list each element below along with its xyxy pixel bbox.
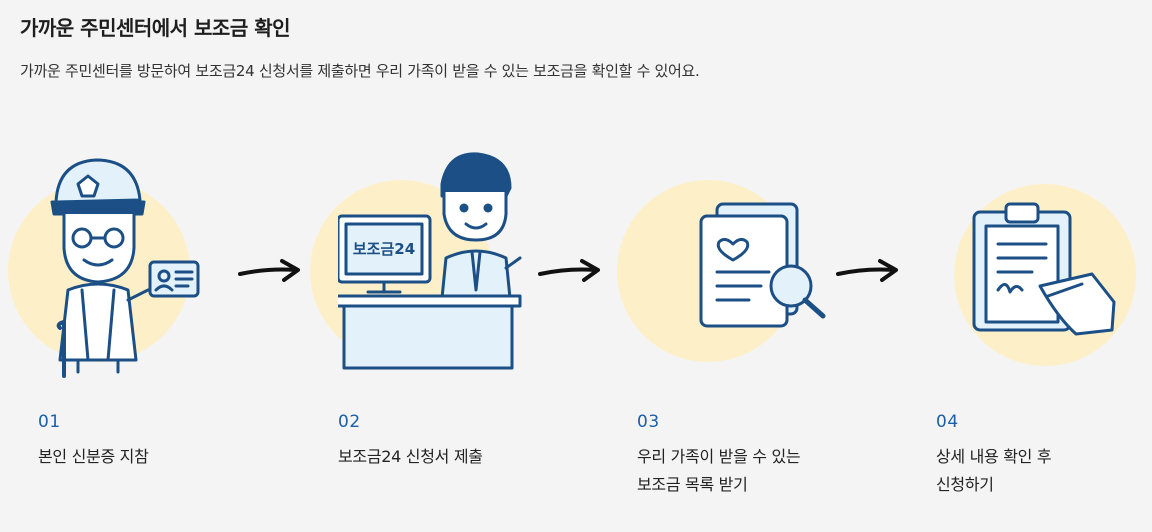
step-1-label: 본인 신분증 지참 [38, 447, 149, 466]
clerk-at-desk-icon: 보조금24 [338, 152, 522, 370]
step-4-number: 04 [936, 412, 959, 432]
clipboard-signing-icon [972, 202, 1116, 336]
step-4: 04 상세 내용 확인 후 신청하기 [936, 140, 1152, 520]
elderly-man-with-id-card-icon [50, 158, 200, 378]
arrow-right-icon [836, 259, 898, 282]
arrow-right-icon [238, 259, 300, 282]
monitor-label: 보조금24 [353, 240, 415, 258]
step-3-label: 우리 가족이 받을 수 있는 보조금 목록 받기 [637, 447, 801, 494]
arrow-right-icon [538, 259, 600, 282]
step-4-label: 상세 내용 확인 후 신청하기 [936, 447, 1052, 494]
step-1: 01 본인 신분증 지참 [8, 140, 318, 520]
step-3-number: 03 [637, 412, 660, 432]
document-magnifier-icon [699, 202, 826, 328]
step-2-label: 보조금24 신청서 제출 [338, 447, 483, 466]
step-1-number: 01 [38, 412, 61, 432]
page-title: 가까운 주민센터에서 보조금 확인 [20, 16, 291, 40]
step-3: 03 우리 가족이 받을 수 있는 보조금 목록 받기 [617, 140, 917, 520]
page-description: 가까운 주민센터를 방문하여 보조금24 신청서를 제출하면 우리 가족이 받을… [20, 62, 700, 80]
step-2-number: 02 [338, 412, 361, 432]
step-2: 보조금24 02 보조금24 신청서 제출 [310, 140, 618, 520]
